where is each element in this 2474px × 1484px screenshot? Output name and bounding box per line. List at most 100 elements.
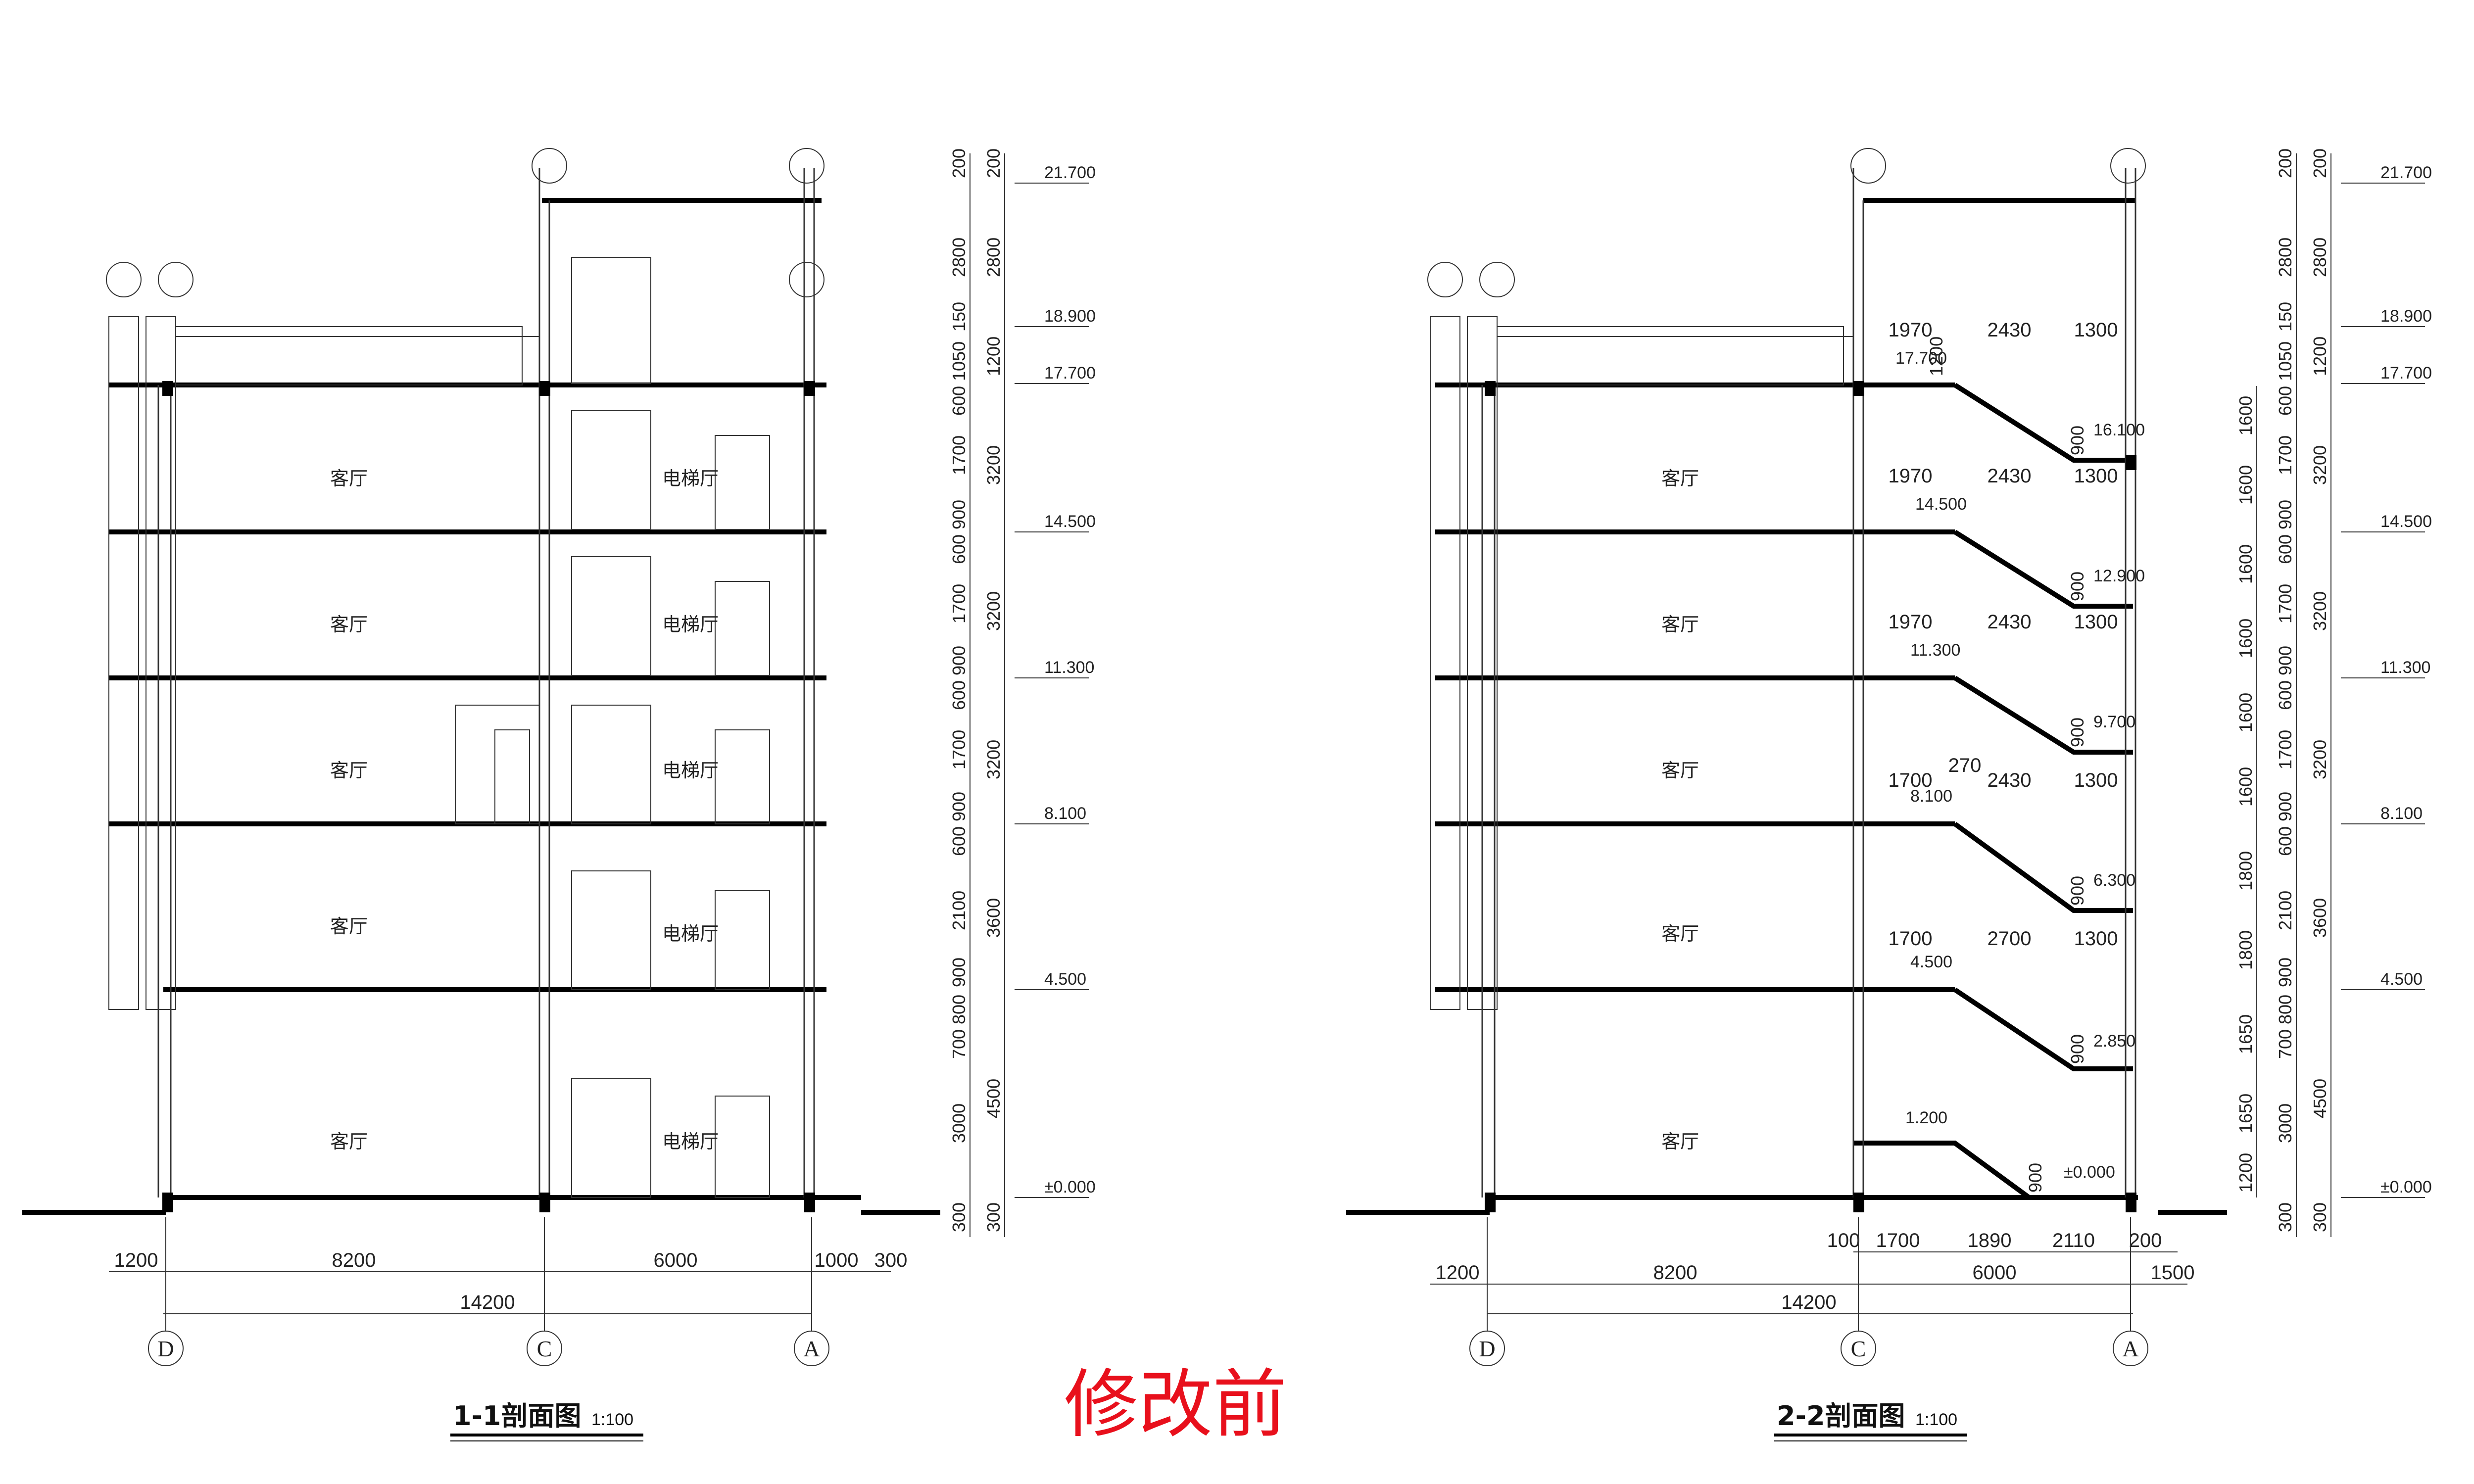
dimension-text: 600 [949, 386, 969, 416]
dimension-text: 300 [2310, 1202, 2330, 1232]
dimension-text: 1000 [815, 1249, 859, 1271]
room-label: 客厅 [1661, 614, 1699, 635]
dimension-text: 300 [2275, 1202, 2295, 1232]
axis-label: A [2122, 1336, 2138, 1361]
stair-dimension: 2430 [1988, 769, 2032, 791]
dimension-text: 1700 [949, 435, 969, 475]
elevation-mark: 21.700 [1044, 163, 1096, 182]
revision-stamp: 修改前 [1064, 1362, 1287, 1448]
stair-dimension: 1300 [2074, 769, 2118, 791]
section-title: 2-2剖面图 [1777, 1400, 1905, 1432]
dimension-text: 1700 [949, 584, 969, 623]
stair-dimension: 270 [1948, 755, 1982, 776]
dimension-text: 900 [949, 500, 969, 529]
dimension-text: 14200 [460, 1292, 515, 1313]
elevation-mark: 4.500 [1910, 953, 1952, 971]
elevation-mark: 17.700 [2380, 364, 2432, 383]
dimension-text: 1700 [1876, 1230, 1920, 1251]
dimension-text: 900 [949, 957, 969, 987]
stair-dimension: 1700 [1889, 769, 1933, 791]
elevation-mark: 8.100 [2380, 804, 2423, 823]
dimension-text: 150 [2275, 302, 2295, 332]
dimension-text: 2800 [983, 238, 1004, 277]
dimension-text: 1200 [1436, 1262, 1480, 1284]
axis-label: C [1851, 1336, 1866, 1361]
axis-label: C [537, 1336, 552, 1361]
elevation-mark: 9.700 [2093, 713, 2135, 731]
dimension-text: 900 [2275, 792, 2295, 821]
dimension-text: 600 [2275, 386, 2295, 416]
elevation-mark: 4.500 [1044, 970, 1086, 989]
dimension-text: 300 [949, 1202, 969, 1232]
dimension-text: 1800 [2235, 930, 2256, 970]
dimension-text: 200 [983, 148, 1004, 178]
dimension-text: 14200 [1781, 1292, 1836, 1313]
dimension-text: 1700 [2275, 435, 2295, 475]
room-label: 电梯厅 [662, 468, 719, 489]
stair-rise: 900 [2067, 1034, 2087, 1064]
dimension-text: 1200 [983, 336, 1004, 376]
dimension-text: 100 [1827, 1230, 1860, 1251]
stair-dimension: 1300 [2074, 928, 2118, 950]
dimension-text: 6000 [654, 1249, 698, 1271]
stair-dimension: 2430 [1988, 319, 2032, 341]
dimension-text: 200 [2129, 1230, 2162, 1251]
elevation-mark: 8.100 [1044, 804, 1086, 823]
stair-rise: 900 [2067, 718, 2087, 747]
dimension-text: 3600 [983, 898, 1004, 938]
axis-label: A [803, 1336, 820, 1361]
elevation-mark: 2.850 [2093, 1032, 2135, 1051]
elevation-mark: ±0.000 [2380, 1178, 2432, 1197]
dimension-text: 600 [2275, 826, 2295, 856]
dimension-text: 3600 [2310, 898, 2330, 938]
dimension-text: 600 [2275, 680, 2295, 710]
stair-rise: 900 [2067, 572, 2087, 601]
dimension-text: 300 [983, 1202, 1004, 1232]
dimension-text: 700 [949, 1029, 969, 1059]
dimension-text: 900 [949, 646, 969, 675]
elevation-mark: 11.300 [1910, 641, 1960, 660]
dimension-text: 3000 [949, 1103, 969, 1143]
axis-label: D [157, 1336, 174, 1361]
elevation-mark: 4.500 [2380, 970, 2423, 989]
stair-dimension: 1300 [2074, 319, 2118, 341]
dimension-text: 6000 [1973, 1262, 2017, 1284]
elevation-mark: 14.500 [2380, 512, 2432, 531]
dimension-text: 8200 [1653, 1262, 1698, 1284]
dimension-text: 1200 [2235, 1153, 2256, 1193]
room-label: 电梯厅 [662, 760, 719, 781]
elevation-mark: 18.900 [1044, 307, 1096, 326]
dimension-text: 4500 [2310, 1079, 2330, 1118]
room-label: 客厅 [1661, 760, 1699, 781]
axis-label: D [1479, 1336, 1495, 1361]
stair-dimension: 1970 [1889, 465, 1933, 487]
dimension-text: 3200 [2310, 445, 2330, 485]
dimension-text: 1700 [949, 730, 969, 769]
dimension-text: 2110 [2052, 1230, 2095, 1251]
elevation-mark: 14.500 [1915, 495, 1967, 514]
section-title: 1-1剖面图 [453, 1400, 582, 1432]
dimension-text: 600 [949, 534, 969, 564]
stair-dimension: 1970 [1889, 319, 1933, 341]
elevation-mark: 18.900 [2380, 307, 2432, 326]
dimension-text: 2800 [2275, 238, 2295, 277]
dimension-text: 8200 [332, 1249, 376, 1271]
dimension-text: 800 [949, 995, 969, 1024]
room-label: 客厅 [1661, 468, 1699, 489]
stair-dimension: 2430 [1988, 465, 2032, 487]
stair-rise: 900 [2067, 426, 2087, 455]
elevation-mark: 17.700 [1044, 364, 1096, 383]
section-scale: 1:100 [1915, 1410, 1957, 1429]
dimension-text: 1650 [2235, 1014, 2256, 1054]
elevation-mark: 21.700 [2380, 163, 2432, 182]
dimension-text: 1500 [2151, 1262, 2195, 1284]
dimension-text: 3200 [983, 740, 1004, 779]
elevation-mark: 8.100 [1910, 787, 1952, 806]
section-2-2: 客厅 客厅 客厅 客厅 客厅 1970 2430 1300 1970 2430 … [1346, 148, 2432, 1441]
stair-rise: 900 [2025, 1163, 2045, 1193]
dimension-text: 1200 [2310, 336, 2330, 376]
room-label: 客厅 [330, 915, 368, 937]
dimension-text: 1600 [2235, 465, 2256, 505]
dimension-text: 1600 [2235, 767, 2256, 807]
dimension-text: 300 [874, 1249, 908, 1271]
